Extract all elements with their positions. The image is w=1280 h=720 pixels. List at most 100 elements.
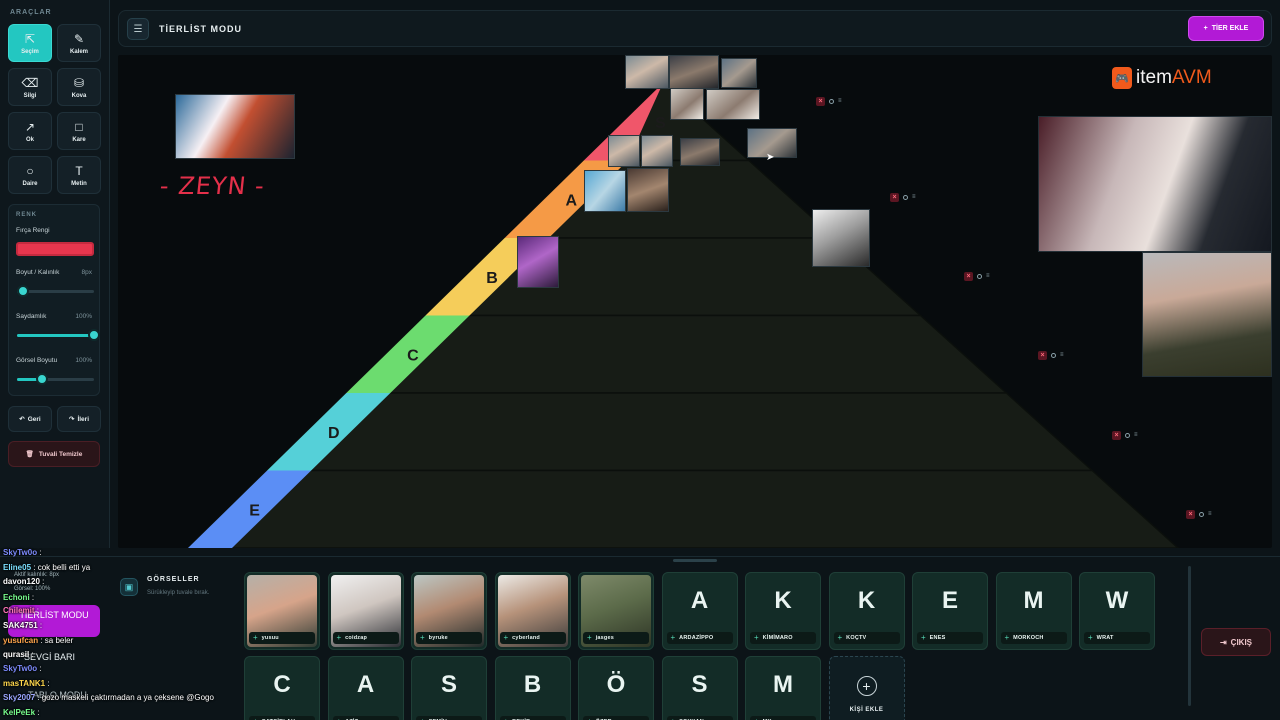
plus-icon[interactable]: + xyxy=(336,633,342,642)
plus-icon[interactable]: + xyxy=(504,718,509,720)
pen-tool-button[interactable]: ✎ Kalem xyxy=(57,24,101,62)
tier-image[interactable] xyxy=(608,135,640,167)
delete-tier-icon[interactable]: × xyxy=(816,97,825,106)
gallery-card[interactable]: A+ARDAZİPPO xyxy=(661,572,738,650)
text-tool-button[interactable]: T Metin xyxy=(57,156,101,194)
clear-canvas-button[interactable]: 🗑 Tuvali Temizle xyxy=(8,441,100,467)
square-tool-button[interactable]: □ Kare xyxy=(57,112,101,150)
plus-icon[interactable]: + xyxy=(420,633,425,642)
delete-tier-icon[interactable]: × xyxy=(890,193,899,202)
plus-icon[interactable]: + xyxy=(420,718,425,720)
tier-color-icon[interactable] xyxy=(1199,512,1204,517)
undo-button[interactable]: ↶ Geri xyxy=(8,406,52,432)
plus-icon[interactable]: + xyxy=(1004,633,1010,642)
tier-row-d[interactable] xyxy=(265,392,1095,472)
size-slider[interactable] xyxy=(17,285,94,297)
arrow-tool-button[interactable]: ↗ Ok xyxy=(8,112,52,150)
tier-color-icon[interactable] xyxy=(977,274,982,279)
size-slider-handle[interactable] xyxy=(17,285,30,297)
drag-handle-icon[interactable]: ≡ xyxy=(1134,432,1138,438)
tier-band-e xyxy=(188,470,312,548)
drag-handle-icon[interactable]: ≡ xyxy=(838,98,842,104)
drag-handle-icon[interactable]: ≡ xyxy=(1208,511,1212,517)
gallery-card[interactable]: M+MK xyxy=(745,656,821,720)
resize-handle[interactable] xyxy=(673,559,717,562)
plus-icon[interactable]: + xyxy=(587,718,592,720)
image-size-slider-handle[interactable] xyxy=(36,373,49,385)
gallery-card[interactable]: K+KOÇTV xyxy=(828,572,905,650)
tier-image[interactable] xyxy=(641,135,673,167)
tier-image[interactable] xyxy=(627,168,669,212)
exit-button[interactable]: ⇥ ÇIKIŞ xyxy=(1201,628,1271,656)
drag-handle-icon[interactable]: ≡ xyxy=(1060,352,1064,358)
tier-image[interactable] xyxy=(669,55,719,89)
tier-color-icon[interactable] xyxy=(829,99,834,104)
gallery-card[interactable]: S+SOYKAN xyxy=(661,656,738,720)
plus-icon[interactable]: + xyxy=(503,633,509,642)
plus-circle-icon: + xyxy=(856,676,877,696)
gallery-card-name: byruke xyxy=(428,635,448,641)
gallery-card[interactable]: +byruke xyxy=(411,572,487,650)
redo-button[interactable]: ↷ İleri xyxy=(57,406,101,432)
gallery-card[interactable]: +cyberland xyxy=(494,572,571,650)
delete-tier-icon[interactable]: × xyxy=(1038,351,1047,360)
gallery-card[interactable]: B+BEKİR xyxy=(494,656,571,720)
gallery-card[interactable]: +jasges xyxy=(578,572,654,650)
eraser-tool-button[interactable]: ⌫ Silgi xyxy=(8,68,52,106)
plus-icon[interactable]: + xyxy=(754,633,759,642)
plus-icon[interactable]: + xyxy=(337,718,342,720)
plus-icon[interactable]: + xyxy=(837,633,843,642)
plus-icon[interactable]: + xyxy=(253,633,258,642)
delete-tier-icon[interactable]: × xyxy=(1186,510,1195,519)
gallery-card[interactable]: E+ENES xyxy=(912,572,988,650)
gallery-scrollbar[interactable] xyxy=(1188,566,1191,706)
tier-image[interactable] xyxy=(721,58,757,88)
tier-color-icon[interactable] xyxy=(1051,353,1056,358)
tier-image[interactable] xyxy=(747,128,797,158)
plus-icon[interactable]: + xyxy=(921,633,926,642)
tier-color-icon[interactable] xyxy=(1125,433,1130,438)
gallery-card[interactable]: W+WRAT xyxy=(1079,572,1155,650)
streamer-webcam-image[interactable] xyxy=(175,94,295,159)
gallery-card[interactable]: C+CATCİRLAH xyxy=(244,656,320,720)
tier-image[interactable] xyxy=(680,138,720,166)
select-tool-button[interactable]: ⇱ Seçim xyxy=(8,24,52,62)
plus-icon[interactable]: + xyxy=(1088,633,1093,642)
add-person-button[interactable]: +KİŞİ EKLE xyxy=(828,656,905,720)
tier-image[interactable] xyxy=(706,89,760,120)
plus-icon[interactable]: + xyxy=(671,718,676,720)
tier-row-e[interactable] xyxy=(186,469,1180,549)
drag-handle-icon[interactable]: ≡ xyxy=(986,273,990,279)
bucket-tool-button[interactable]: ⛁ Kova xyxy=(57,68,101,106)
delete-tier-icon[interactable]: × xyxy=(1112,431,1121,440)
tier-image[interactable] xyxy=(812,209,870,267)
opacity-slider-handle[interactable] xyxy=(88,329,100,341)
tier-color-icon[interactable] xyxy=(903,195,908,200)
menu-list-button[interactable]: ☰ xyxy=(127,18,149,40)
gallery-card[interactable]: +coidzap xyxy=(327,572,404,650)
delete-tier-icon[interactable]: × xyxy=(964,272,973,281)
chat-text: : xyxy=(39,621,43,630)
plus-icon[interactable]: + xyxy=(670,633,676,642)
plus-icon[interactable]: + xyxy=(754,718,759,720)
add-tier-button[interactable]: + TİER EKLE xyxy=(1188,16,1264,41)
plus-icon[interactable]: + xyxy=(587,633,592,642)
tier-image[interactable] xyxy=(625,55,669,89)
gallery-card[interactable]: S+SEMİH xyxy=(411,656,487,720)
drag-handle-icon[interactable]: ≡ xyxy=(912,194,916,200)
tier-image[interactable] xyxy=(584,170,626,212)
gallery-card[interactable]: K+KİMİMARO xyxy=(745,572,821,650)
tier-image[interactable] xyxy=(670,88,704,120)
plus-icon[interactable]: + xyxy=(253,718,258,720)
tier-image[interactable] xyxy=(517,236,559,288)
image-size-slider[interactable] xyxy=(17,373,94,385)
gallery-card[interactable]: A+AZİZ xyxy=(327,656,404,720)
brush-color-swatch[interactable] xyxy=(16,242,94,256)
opacity-slider[interactable] xyxy=(17,329,100,341)
gallery-card[interactable]: M+MORKOCH xyxy=(995,572,1072,650)
circle-tool-button[interactable]: ○ Daire xyxy=(8,156,52,194)
gallery-card[interactable]: Ö+ÖZER xyxy=(578,656,654,720)
gallery-card[interactable]: +yusuu xyxy=(244,572,320,650)
